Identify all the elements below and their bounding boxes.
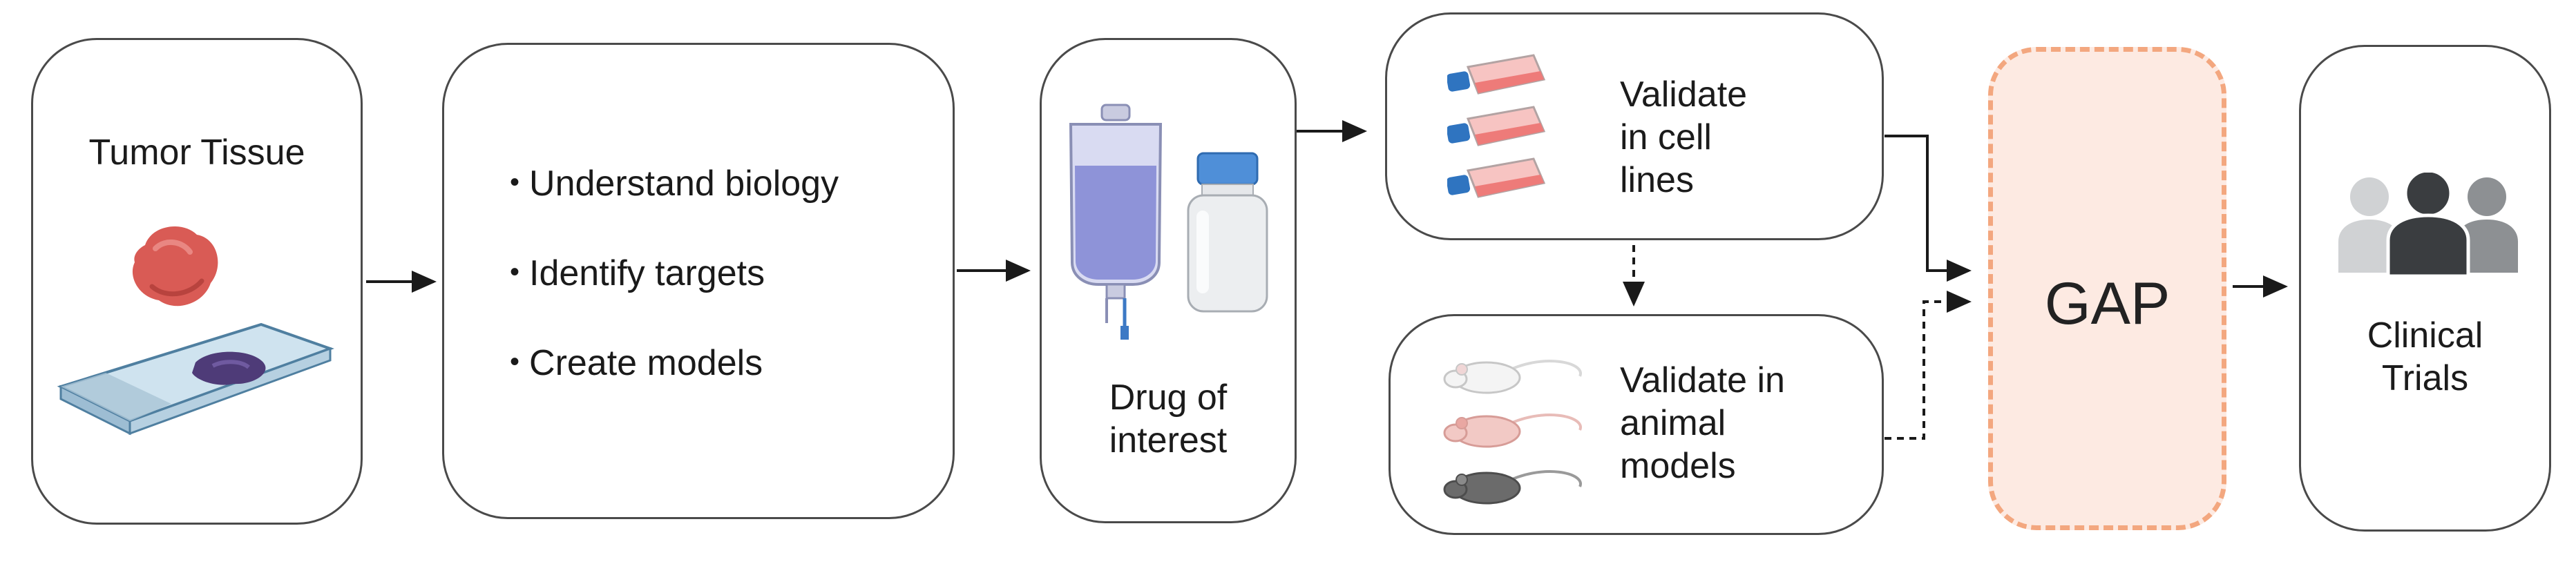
tumor-tissue-label: Tumor Tissue [88, 133, 305, 173]
clinical-trials-box [2299, 45, 2551, 532]
animal-models-label: Validate in animal models [1620, 360, 1785, 486]
biology-list: Understand biology Identify targets Crea… [510, 161, 839, 430]
gap-label: GAP [2044, 271, 2170, 337]
gap-box [1988, 47, 2226, 530]
biology-item-understand: Understand biology [510, 161, 839, 205]
mouse-icon [1443, 360, 1582, 505]
tumor-tissue-icon [132, 226, 218, 307]
biology-item-create: Create models [510, 340, 839, 385]
drug-label: Drug of interest [1109, 378, 1228, 460]
microscope-slide-icon [57, 322, 334, 436]
cell-lines-label: Validate in cell lines [1620, 75, 1748, 200]
arrow-animal-to-gap-dashed [1885, 291, 1972, 440]
arrow-cells-to-gap [1885, 135, 1972, 282]
bottle-icon [1187, 152, 1268, 313]
cell-flask-icon [1447, 54, 1546, 198]
people-group-icon [2338, 173, 2518, 276]
clinical-trials-label: Clinical Trials [2367, 315, 2483, 398]
biology-item-identify: Identify targets [510, 251, 839, 295]
iv-bag-icon [1069, 104, 1163, 340]
